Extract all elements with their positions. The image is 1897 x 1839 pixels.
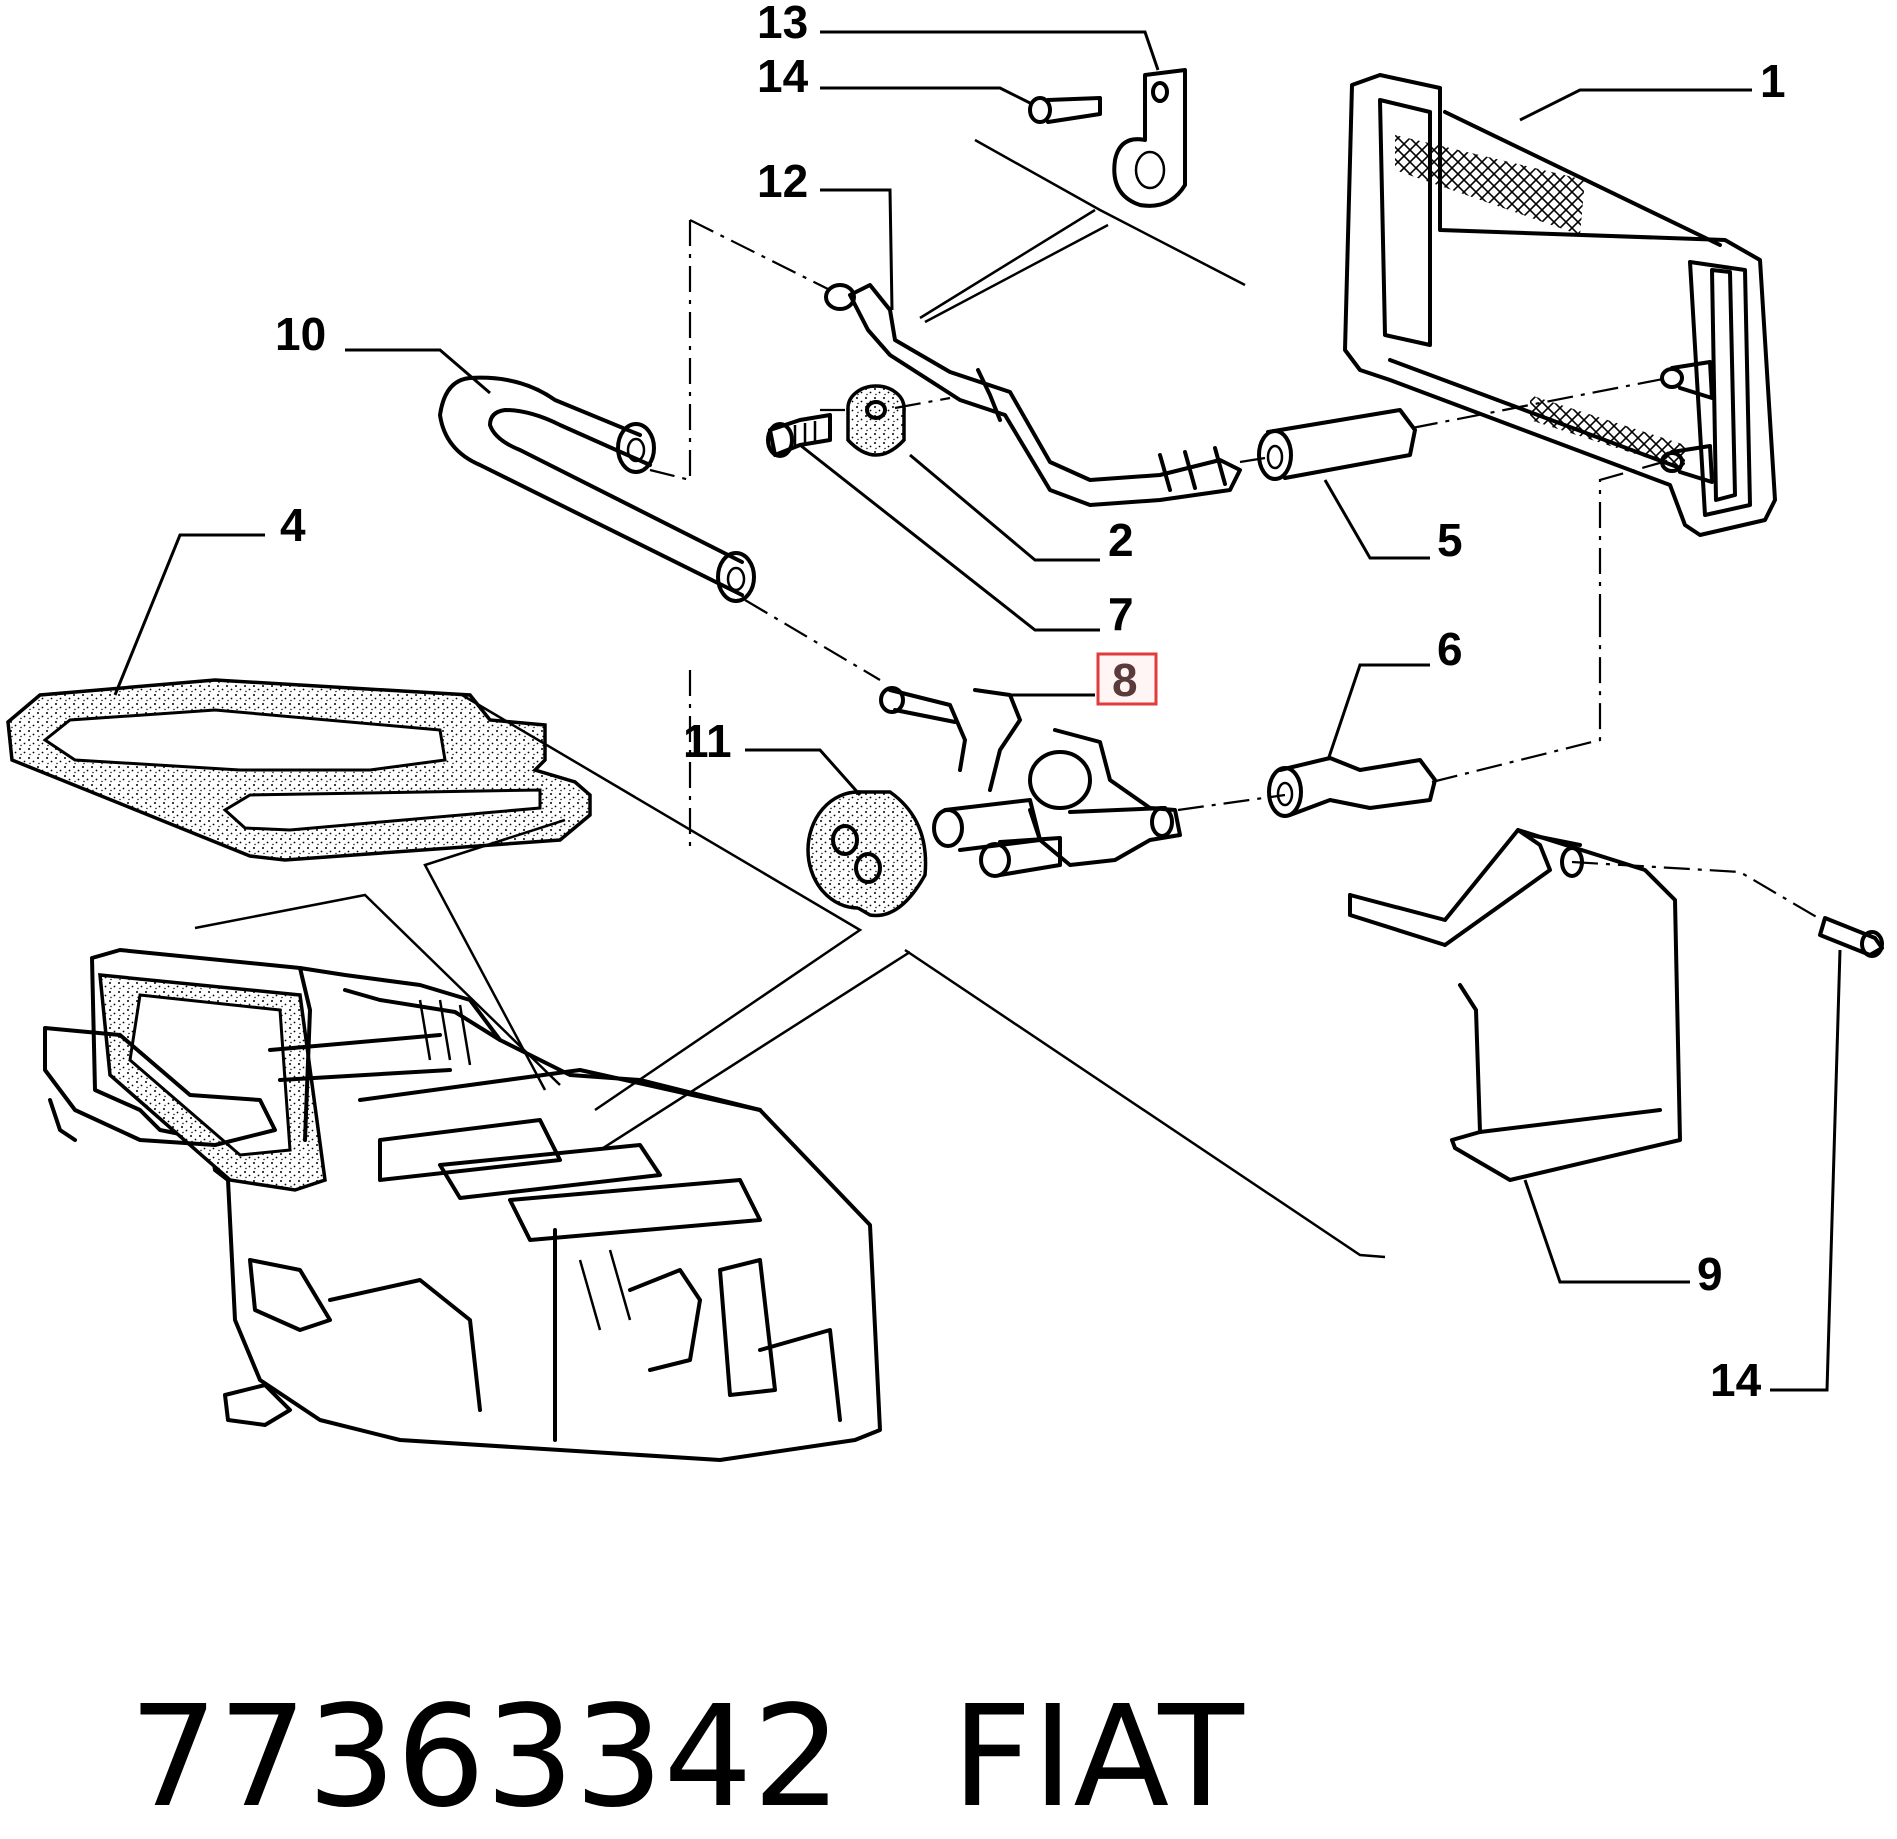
leader-13 bbox=[820, 30, 1160, 71]
heater-radiator bbox=[1343, 73, 1777, 537]
leader-6 bbox=[1326, 663, 1430, 761]
leader-lines bbox=[113, 30, 1842, 1392]
callout-4: 4 bbox=[280, 499, 306, 551]
callout-14-top: 14 bbox=[757, 50, 809, 102]
leader-9 bbox=[1523, 1179, 1690, 1284]
leader-14-bottom bbox=[1770, 949, 1842, 1392]
callout-1: 1 bbox=[1760, 55, 1786, 107]
callout-12: 12 bbox=[757, 155, 808, 207]
straight-hose bbox=[1257, 408, 1417, 481]
exploded-parts-diagram: 1 2 4 5 6 7 8 9 10 11 12 13 14 14 bbox=[6, 0, 1884, 1462]
callout-2: 2 bbox=[1108, 514, 1134, 566]
heater-housing bbox=[43, 948, 882, 1462]
leader-12 bbox=[820, 188, 894, 311]
callout-7: 7 bbox=[1108, 588, 1134, 640]
support-bracket bbox=[1348, 828, 1682, 1182]
leader-7 bbox=[799, 443, 1100, 632]
callout-10: 10 bbox=[275, 308, 326, 360]
callout-9: 9 bbox=[1697, 1248, 1723, 1300]
heater-valve bbox=[879, 686, 1182, 878]
callout-11: 11 bbox=[683, 715, 732, 767]
u-hose bbox=[438, 375, 756, 603]
part-number: 77363342 bbox=[129, 1676, 842, 1839]
leader-14-top bbox=[820, 86, 1033, 106]
reference-lines bbox=[194, 138, 1386, 1259]
leader-1 bbox=[1519, 88, 1752, 122]
grommet bbox=[846, 384, 906, 457]
leader-10 bbox=[345, 348, 491, 395]
brand-name: FIAT bbox=[951, 1676, 1244, 1839]
screw-lower bbox=[1818, 916, 1884, 958]
callout-8-highlight-box bbox=[1096, 652, 1158, 706]
assembly-axis-lines bbox=[649, 219, 1826, 923]
shaped-hose bbox=[1267, 756, 1437, 818]
callout-13: 13 bbox=[757, 0, 808, 48]
bleed-screw bbox=[766, 413, 832, 458]
callout-numbers: 1 2 4 5 6 7 8 9 10 11 12 13 14 14 bbox=[275, 0, 1786, 1406]
callout-6: 6 bbox=[1437, 623, 1463, 675]
gasket bbox=[6, 678, 592, 862]
foam-seal bbox=[806, 790, 928, 918]
callout-8: 8 bbox=[1112, 654, 1138, 706]
leader-11 bbox=[745, 748, 862, 796]
leader-4 bbox=[113, 533, 265, 696]
leader-5 bbox=[1323, 479, 1430, 560]
metal-pipe bbox=[824, 283, 1242, 507]
pipe-clip bbox=[1112, 68, 1187, 208]
callout-14-bottom: 14 bbox=[1710, 1354, 1762, 1406]
callout-5: 5 bbox=[1437, 514, 1463, 566]
leader-2 bbox=[909, 453, 1100, 562]
screw-upper bbox=[1028, 96, 1102, 124]
